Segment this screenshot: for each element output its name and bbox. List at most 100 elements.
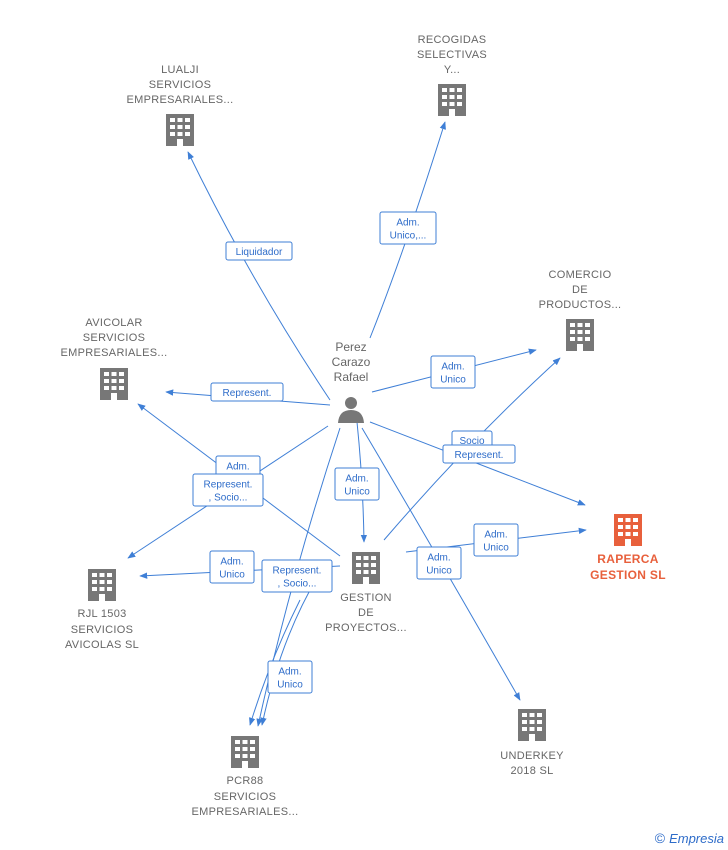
role-box (334, 467, 380, 501)
building-icon (166, 114, 194, 146)
role-text: Adm. (278, 667, 301, 678)
node-underkey[interactable]: UNDERKEY 2018 SL (500, 709, 564, 777)
company-name-line: RAPERCA (597, 552, 658, 566)
role-text: Adm. (345, 474, 368, 485)
building-icon (100, 368, 128, 400)
company-name-line: PRODUCTOS... (539, 299, 622, 311)
company-name-line: AVICOLAR (85, 317, 142, 329)
role-label-gestion-pcr88[interactable]: Represent. , Socio... (261, 559, 333, 593)
role-box (442, 444, 516, 464)
node-lualji[interactable]: LUALJI SERVICIOS EMPRESARIALES... (127, 64, 234, 146)
company-name-line: EMPRESARIALES... (127, 94, 234, 106)
company-name-line: LUALJI (161, 64, 199, 76)
company-name-line: DE (358, 607, 374, 619)
role-text: Represent. (455, 450, 504, 461)
role-text: Unico (426, 566, 452, 577)
role-label-gestion-pcr88[interactable]: Adm. Unico (267, 660, 313, 694)
building-icon (231, 736, 259, 768)
company-name-line: SERVICIOS (214, 791, 276, 803)
role-text: Unico (440, 375, 466, 386)
role-label-perez-comercio[interactable]: Adm. Unico (430, 355, 476, 389)
building-icon (518, 709, 546, 741)
role-text: Unico (277, 680, 303, 691)
company-name-line: UNDERKEY (500, 750, 564, 762)
role-label-perez-lualji[interactable]: Liquidador (225, 241, 293, 261)
company-name-line: SERVICIOS (83, 332, 145, 344)
company-name-line: SERVICIOS (71, 624, 133, 636)
role-text: Represent. (204, 480, 253, 491)
role-label-perez-underkey[interactable]: Adm. Unico (416, 546, 462, 580)
building-icon (352, 552, 380, 584)
role-label-gestion-rjl[interactable]: Adm. Unico (209, 550, 255, 584)
role-label-perez-avicolar[interactable]: Represent. (210, 382, 284, 402)
role-box (267, 660, 313, 694)
role-box (379, 211, 437, 245)
edge-gestion-pcr88 (260, 575, 319, 726)
role-text: Liquidador (236, 247, 283, 258)
node-gestion[interactable]: GESTION DE PROYECTOS... (325, 552, 407, 634)
node-comercio[interactable]: COMERCIO DE PRODUCTOS... (539, 269, 622, 351)
node-avicolar[interactable]: AVICOLAR SERVICIOS EMPRESARIALES... (61, 317, 168, 400)
role-text: Unico,... (390, 231, 427, 242)
edges (127, 121, 587, 727)
brand-logo[interactable]: Empresia (669, 831, 724, 846)
company-name-line: EMPRESARIALES... (192, 806, 299, 818)
role-text: Adm. (220, 557, 243, 568)
company-name-line: PCR88 (227, 775, 264, 787)
person-icon (338, 397, 364, 423)
person-name-line: Carazo (332, 355, 371, 369)
role-text: Adm. (396, 218, 419, 229)
role-text: Unico (219, 570, 245, 581)
role-box (210, 382, 284, 402)
building-icon (614, 514, 642, 546)
role-box (430, 355, 476, 389)
company-name-line: SELECTIVAS (417, 49, 487, 61)
role-label-perez-recogidas[interactable]: Adm. Unico,... (379, 211, 437, 245)
copyright-icon: © (654, 830, 666, 846)
role-text: Unico (483, 543, 509, 554)
role-text: , Socio... (278, 579, 317, 590)
role-text: Socio (459, 436, 484, 447)
company-name-line: GESTION (340, 592, 392, 604)
role-text: Unico (344, 487, 370, 498)
person-name-line: Rafael (334, 370, 369, 384)
role-box (225, 241, 293, 261)
role-text: Represent. (223, 388, 272, 399)
company-name-line: PROYECTOS... (325, 622, 407, 634)
company-name-line: AVICOLAS SL (65, 639, 139, 651)
company-name-line: Y... (444, 64, 460, 76)
building-icon (566, 319, 594, 351)
role-label-perez-gestion[interactable]: Adm. Unico (334, 467, 380, 501)
company-name-line: GESTION SL (590, 568, 666, 582)
node-recogidas[interactable]: RECOGIDAS SELECTIVAS Y... (417, 34, 487, 116)
role-box (209, 550, 255, 584)
role-text: Adm. (226, 462, 249, 473)
role-text: Adm. (441, 362, 464, 373)
company-name-line: EMPRESARIALES... (61, 347, 168, 359)
company-name-line: RECOGIDAS (418, 34, 487, 46)
company-name-line: COMERCIO (549, 269, 612, 281)
role-label-gestion-raperca[interactable]: Adm. Unico (473, 523, 519, 557)
company-name-line: SERVICIOS (149, 79, 211, 91)
role-labels: LiquidadorAdm.Unico,...Adm.UnicoRepresen… (192, 211, 519, 694)
role-label-gestion-avicolar[interactable]: Represent. , Socio... (192, 473, 264, 507)
company-name-line: RJL 1503 (77, 608, 126, 620)
edge-perez-lualji (187, 151, 331, 401)
building-icon (88, 569, 116, 601)
role-box (416, 546, 462, 580)
role-text: , Socio... (209, 493, 248, 504)
company-name-line: 2018 SL (510, 765, 553, 777)
role-text: Adm. (484, 530, 507, 541)
role-text: Represent. (273, 566, 322, 577)
footer: ©Empresia (655, 830, 724, 846)
company-name-line: DE (572, 284, 588, 296)
role-label-gestion-comercio[interactable]: Represent. (442, 444, 516, 464)
person-name-line: Perez (335, 340, 366, 354)
role-box (192, 473, 264, 507)
node-raperca[interactable]: RAPERCA GESTION SL (590, 514, 666, 582)
role-text: Adm. (427, 553, 450, 564)
